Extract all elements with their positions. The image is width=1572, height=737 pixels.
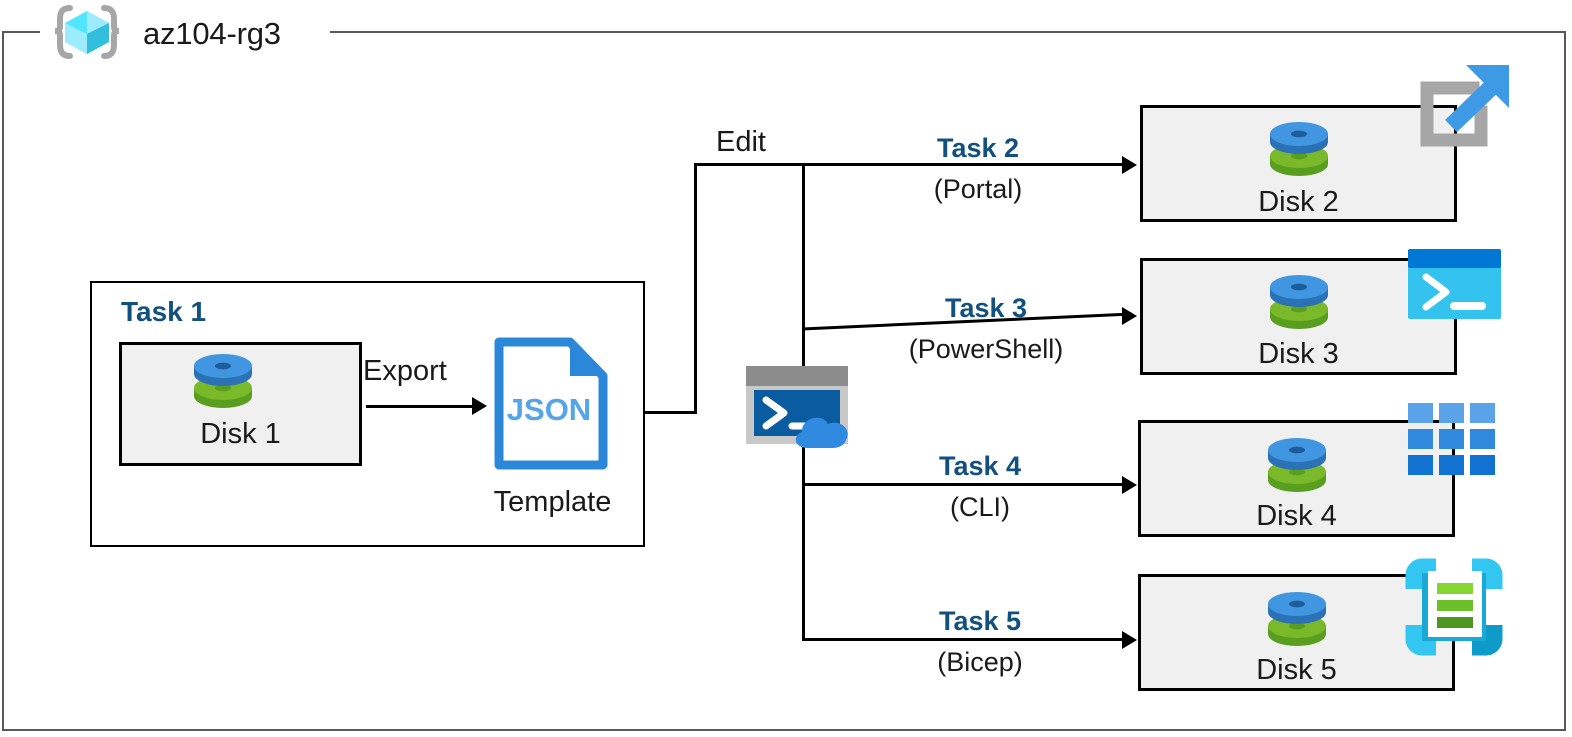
export-arrow-line bbox=[366, 405, 474, 408]
task1-label: Task 1 bbox=[121, 296, 207, 327]
json-file-icon: JSON bbox=[492, 337, 610, 470]
task4-arrow-line bbox=[802, 483, 1132, 486]
task5-arrow-line bbox=[802, 638, 1132, 641]
task2-name: Task 2 bbox=[936, 133, 1020, 163]
azure-resource-group-icon bbox=[48, 2, 126, 62]
task4-arrow-head bbox=[1122, 476, 1137, 494]
disk-icon bbox=[1265, 273, 1333, 335]
task4-name: Task 4 bbox=[938, 451, 1022, 481]
edit-route-segment-1 bbox=[645, 411, 697, 414]
disk4-label: Disk 4 bbox=[1256, 500, 1337, 532]
task3-arrow-head bbox=[1122, 307, 1137, 325]
task3-arrow-line bbox=[801, 310, 1133, 332]
resource-group-frame bbox=[2, 31, 1566, 731]
task2-method: (Portal) bbox=[933, 174, 1023, 204]
azure-portal-icon bbox=[1405, 60, 1517, 165]
template-label: Template bbox=[493, 486, 612, 518]
azure-cli-icon bbox=[1408, 403, 1496, 475]
edit-route-segment-2 bbox=[694, 165, 697, 414]
task2-arrow-head bbox=[1122, 156, 1137, 174]
task5-method: (Bicep) bbox=[937, 647, 1023, 677]
disk-icon bbox=[189, 352, 257, 414]
task3-method: (PowerShell) bbox=[908, 334, 1064, 364]
disk-icon bbox=[1263, 590, 1331, 652]
task5-arrow-head bbox=[1122, 631, 1137, 649]
export-label: Export bbox=[363, 355, 447, 387]
task5-name: Task 5 bbox=[938, 606, 1022, 636]
disk5-label: Disk 5 bbox=[1256, 654, 1337, 686]
disk1-label: Disk 1 bbox=[200, 418, 281, 450]
task3-name: Task 3 bbox=[944, 293, 1028, 323]
disk-icon bbox=[1265, 120, 1333, 182]
azure-cloud-shell-icon bbox=[746, 366, 864, 451]
disk2-label: Disk 2 bbox=[1258, 186, 1339, 218]
disk3-label: Disk 3 bbox=[1258, 338, 1339, 370]
powershell-icon bbox=[1408, 249, 1501, 319]
edit-route-segment-3 bbox=[694, 163, 1132, 166]
task4-method: (CLI) bbox=[950, 492, 1010, 522]
bicep-icon bbox=[1404, 557, 1504, 657]
disk-icon bbox=[1263, 436, 1331, 498]
resource-group-name: az104-rg3 bbox=[143, 16, 281, 51]
export-arrow-head bbox=[472, 397, 487, 415]
edit-label: Edit bbox=[716, 126, 766, 158]
svg-text:JSON: JSON bbox=[507, 392, 591, 427]
